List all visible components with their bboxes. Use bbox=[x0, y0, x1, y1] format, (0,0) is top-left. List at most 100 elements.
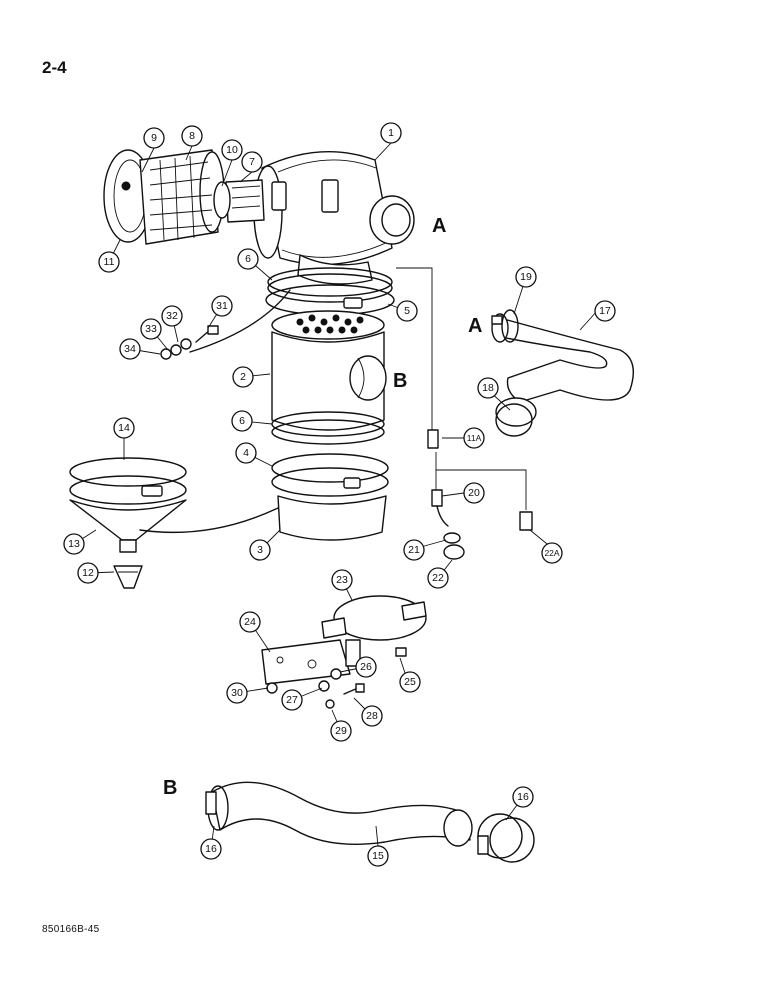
callout-18: 18 bbox=[477, 377, 499, 399]
callout-21: 21 bbox=[403, 539, 425, 561]
svg-text:16: 16 bbox=[517, 791, 529, 803]
svg-text:22: 22 bbox=[432, 572, 444, 584]
air-cleaner-housing bbox=[253, 151, 415, 285]
callout-25: 25 bbox=[399, 671, 421, 693]
callout-26: 26 bbox=[355, 656, 377, 678]
callout-33: 33 bbox=[140, 318, 162, 340]
svg-text:21: 21 bbox=[408, 544, 420, 556]
svg-text:5: 5 bbox=[404, 305, 410, 317]
svg-text:32: 32 bbox=[166, 310, 178, 322]
svg-text:8: 8 bbox=[189, 130, 195, 142]
svg-text:33: 33 bbox=[145, 323, 157, 335]
svg-text:34: 34 bbox=[124, 343, 136, 355]
callout-29: 29 bbox=[330, 720, 352, 742]
svg-text:23: 23 bbox=[336, 574, 348, 586]
callout-17: 17 bbox=[594, 300, 616, 322]
callout-23: 23 bbox=[331, 569, 353, 591]
svg-text:18: 18 bbox=[482, 382, 494, 394]
svg-text:3: 3 bbox=[257, 544, 263, 556]
svg-text:30: 30 bbox=[231, 687, 243, 699]
callout-1: 1 bbox=[380, 122, 402, 144]
callout-32: 32 bbox=[161, 305, 183, 327]
callout-16-left: 16 bbox=[200, 838, 222, 860]
hose-clamp-lower bbox=[495, 403, 533, 437]
callout-34: 34 bbox=[119, 338, 141, 360]
connection-letter-b-hose: B bbox=[163, 777, 177, 799]
document-code: 850166B-45 bbox=[42, 924, 100, 935]
connection-letter-a-hose: A bbox=[468, 315, 482, 337]
callout-6-upper: 6 bbox=[237, 248, 259, 270]
callout-13: 13 bbox=[63, 533, 85, 555]
dust-ejector-band bbox=[69, 457, 187, 505]
svg-text:26: 26 bbox=[360, 661, 372, 673]
mounting-band bbox=[321, 595, 427, 641]
svg-text:10: 10 bbox=[226, 144, 238, 156]
svg-text:22A: 22A bbox=[544, 548, 559, 558]
page-number: 2-4 bbox=[42, 58, 67, 77]
dust-cup bbox=[277, 495, 387, 541]
svg-text:17: 17 bbox=[599, 305, 611, 317]
svg-text:15: 15 bbox=[372, 850, 384, 862]
callout-2: 2 bbox=[232, 366, 254, 388]
svg-text:1: 1 bbox=[388, 127, 394, 139]
callout-19: 19 bbox=[515, 266, 537, 288]
svg-text:11A: 11A bbox=[467, 433, 482, 443]
svg-text:25: 25 bbox=[404, 676, 416, 688]
callout-10: 10 bbox=[221, 139, 243, 161]
callout-22: 22 bbox=[427, 567, 449, 589]
svg-text:9: 9 bbox=[151, 132, 157, 144]
callout-24: 24 bbox=[239, 611, 261, 633]
callout-11: 11 bbox=[98, 251, 120, 273]
svg-text:12: 12 bbox=[82, 567, 94, 579]
dust-ejector-funnel bbox=[69, 499, 187, 553]
callout-15: 15 bbox=[367, 845, 389, 867]
svg-text:31: 31 bbox=[216, 300, 228, 312]
callout-27: 27 bbox=[281, 689, 303, 711]
callout-3: 3 bbox=[249, 539, 271, 561]
svg-text:16: 16 bbox=[205, 843, 217, 855]
svg-text:29: 29 bbox=[335, 725, 347, 737]
inlet-hose-clamps bbox=[477, 813, 535, 863]
lower-clamp bbox=[271, 453, 389, 497]
callout-14: 14 bbox=[113, 417, 135, 439]
svg-text:24: 24 bbox=[244, 616, 256, 628]
inlet-hose bbox=[205, 781, 473, 847]
svg-text:6: 6 bbox=[239, 415, 245, 427]
callout-22a: 22A bbox=[541, 542, 563, 564]
callout-30: 30 bbox=[226, 682, 248, 704]
callout-12: 12 bbox=[77, 562, 99, 584]
svg-text:27: 27 bbox=[286, 694, 298, 706]
mounting-bracket bbox=[261, 639, 361, 685]
intake-elbow-hose bbox=[491, 313, 634, 427]
connection-letter-a-housing: A bbox=[432, 215, 446, 237]
callout-11a: 11A bbox=[463, 427, 485, 449]
upper-gasket-band bbox=[267, 267, 393, 303]
svg-text:7: 7 bbox=[249, 156, 255, 168]
dust-valve bbox=[113, 565, 143, 589]
upper-clamp bbox=[265, 284, 395, 316]
svg-text:13: 13 bbox=[68, 538, 80, 550]
callout-8: 8 bbox=[181, 125, 203, 147]
callout-16-right: 16 bbox=[512, 786, 534, 808]
svg-text:19: 19 bbox=[520, 271, 532, 283]
callout-20: 20 bbox=[463, 482, 485, 504]
svg-text:6: 6 bbox=[245, 253, 251, 265]
primary-filter-element bbox=[139, 149, 225, 245]
callout-9: 9 bbox=[143, 127, 165, 149]
callout-4: 4 bbox=[235, 442, 257, 464]
restriction-indicator-line bbox=[396, 267, 533, 560]
safety-filter-element bbox=[213, 179, 265, 223]
mounting-hardware bbox=[160, 325, 407, 709]
callout-31: 31 bbox=[211, 295, 233, 317]
svg-text:28: 28 bbox=[366, 710, 378, 722]
svg-text:11: 11 bbox=[104, 256, 115, 268]
svg-text:4: 4 bbox=[243, 447, 249, 459]
callout-7: 7 bbox=[241, 151, 263, 173]
hose-clamp-upper bbox=[491, 309, 519, 343]
svg-text:20: 20 bbox=[468, 487, 480, 499]
callout-6-lower: 6 bbox=[231, 410, 253, 432]
connection-letter-b-body: B bbox=[393, 370, 407, 392]
callout-28: 28 bbox=[361, 705, 383, 727]
svg-text:14: 14 bbox=[118, 422, 130, 434]
